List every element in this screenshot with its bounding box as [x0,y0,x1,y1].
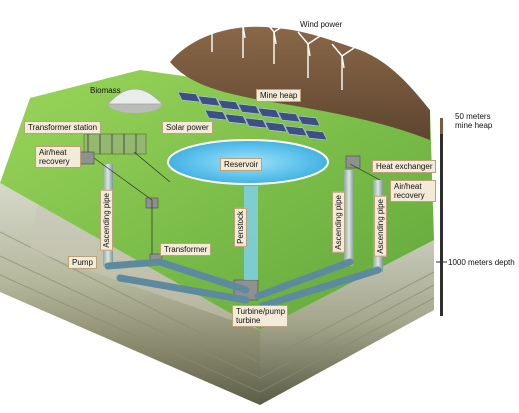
label-air-heat-recovery-right-text: Air/heat recovery [394,182,425,200]
transformer-station-structure [83,133,147,155]
label-air-heat-recovery-right: Air/heat recovery [390,180,436,202]
underground-pipes [104,258,382,310]
label-mine-heap: Mine heap [256,89,302,102]
wind-turbines [201,5,355,90]
label-biomass: Biomass [90,86,121,95]
solar-panel-field [177,91,328,141]
label-ascending-pipe-right-b: Ascending pipe [374,196,387,257]
label-penstock: Penstock [234,208,247,247]
ground-block-right-face [260,240,434,405]
label-wind-power: Wind power [300,20,343,29]
label-air-heat-recovery-left-text: Air/heat recovery [39,148,70,166]
label-air-heat-recovery-left: Air/heat recovery [35,146,81,168]
label-turbine-pump-text: Turbine/pump turbine [236,307,286,325]
label-reservoir: Reservoir [220,158,263,171]
label-pump: Pump [68,256,97,269]
label-turbine-pump: Turbine/pump turbine [232,305,288,327]
label-depth-top-text: 50 meters mine heap [455,112,493,130]
label-depth-bottom: 1000 meters depth [448,258,515,267]
depth-scale [436,118,447,316]
label-solar-power: Solar power [162,121,213,134]
label-ascending-pipe-left: Ascending pipe [100,190,113,251]
label-heat-exchanger: Heat exchanger [372,160,437,173]
biomass-dome [107,88,163,113]
strata-lines [0,231,435,393]
cable-lines [93,151,381,254]
mine-heap [170,26,430,140]
label-depth-top: 50 meters mine heap [455,112,515,130]
label-ascending-pipe-right-a: Ascending pipe [332,192,345,253]
label-transformer: Transformer [160,243,212,256]
label-transformer-station: Transformer station [24,121,102,134]
